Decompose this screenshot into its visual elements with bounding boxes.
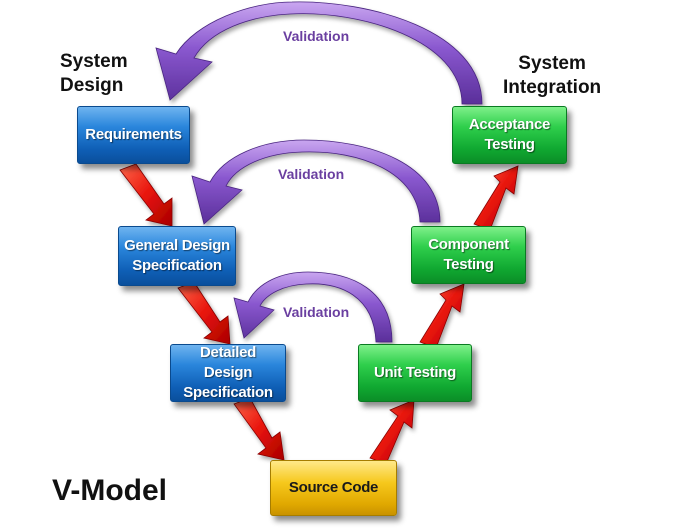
unit-testing-box: Unit Testing [358, 344, 472, 402]
general-design-specification-box: General Design Specification [118, 226, 236, 286]
validation-arrow-middle [191, 139, 441, 225]
component-testing-box: Component Testing [411, 226, 526, 284]
flow-arrow-1 [119, 163, 173, 227]
validation-arrow-bottom [233, 271, 393, 343]
flow-arrow-2 [177, 281, 231, 345]
detailed-design-specification-box: Detailed Design Specification [170, 344, 286, 402]
flow-arrow-6 [473, 165, 519, 231]
requirements-box: Requirements [77, 106, 190, 164]
flow-arrow-5 [419, 283, 465, 349]
validation-arrow-top [155, 1, 483, 105]
flow-arrow-4 [369, 399, 415, 465]
validation-label-top: Validation [283, 28, 350, 44]
source-code-box: Source Code [270, 460, 397, 516]
flow-arrow-3 [233, 397, 285, 461]
validation-label-middle: Validation [278, 166, 345, 182]
phase-label-system-integration: System Integration [503, 53, 602, 98]
phase-label-system-design: System Design [60, 51, 128, 96]
acceptance-testing-box: Acceptance Testing [452, 106, 567, 164]
validation-label-bottom: Validation [283, 304, 350, 320]
diagram-title: V-Model [52, 474, 168, 507]
